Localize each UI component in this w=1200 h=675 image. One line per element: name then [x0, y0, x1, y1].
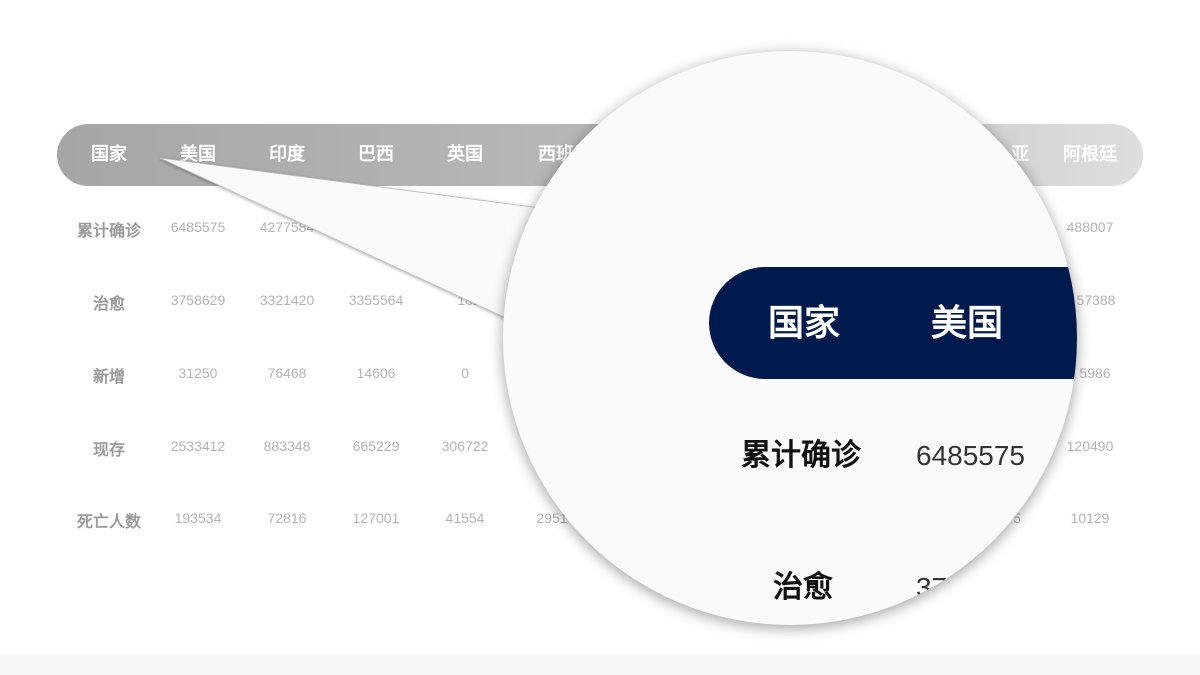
header-india: 印度 — [269, 144, 305, 165]
magnified-row-label-confirmed: 累计确诊 — [741, 438, 861, 473]
table-cell: 10129 — [1070, 510, 1110, 526]
table-cell: 5 — [1013, 510, 1021, 526]
table-cell: 3321420 — [259, 292, 315, 308]
row-label-active: 现存 — [92, 440, 125, 459]
table-cell: 31250 — [178, 365, 218, 381]
table-cell: 6485575 — [170, 219, 226, 235]
table-cell: 2533412 — [170, 438, 226, 454]
row-label-deaths: 死亡人数 — [76, 512, 141, 531]
table-cell: 0 — [461, 365, 469, 381]
table-cell: 120490 — [1066, 438, 1114, 454]
row-label-new: 新增 — [92, 367, 125, 386]
table-cell: 488007 — [1066, 219, 1114, 235]
row-label-recovered: 治愈 — [92, 294, 125, 313]
table-cell: 5986 — [1079, 365, 1111, 381]
magnified-value-confirmed: 6485575 — [916, 440, 1026, 471]
table-cell: 41554 — [445, 510, 485, 526]
table-cell: 665229 — [352, 438, 400, 454]
row-label-confirmed: 累计确诊 — [76, 221, 141, 240]
header-brazil: 巴西 — [358, 144, 394, 165]
table-cell: 72816 — [267, 510, 307, 526]
table-cell: 57388 — [1076, 292, 1116, 308]
table-cell: 14606 — [356, 365, 396, 381]
magnified-header-country: 国家 — [768, 302, 841, 344]
header-argentina: 阿根廷 — [1063, 144, 1117, 165]
table-cell: 3355564 — [348, 292, 404, 308]
magnified-row-label-recovered: 治愈 — [773, 570, 833, 605]
magnified-value-recovered: 37 — [916, 572, 948, 603]
header-uk: 英国 — [447, 144, 483, 165]
table-cell: 883348 — [263, 438, 311, 454]
table-cell: 127001 — [352, 510, 400, 526]
table-cell: 76468 — [267, 365, 307, 381]
magnified-header-bar — [709, 267, 1077, 379]
magnified-header-usa: 美国 — [931, 302, 1004, 344]
magnifier-lens: 国家 美国 累计确诊 6485575 治愈 37 — [503, 51, 1077, 625]
table-cell: 3758629 — [170, 292, 226, 308]
header-country: 国家 — [91, 144, 127, 165]
table-cell: 2951 — [536, 510, 568, 526]
table-cell: 193534 — [174, 510, 222, 526]
bottom-strip — [0, 655, 1200, 675]
header-usa: 美国 — [180, 144, 216, 165]
table-cell: 306722 — [441, 438, 489, 454]
